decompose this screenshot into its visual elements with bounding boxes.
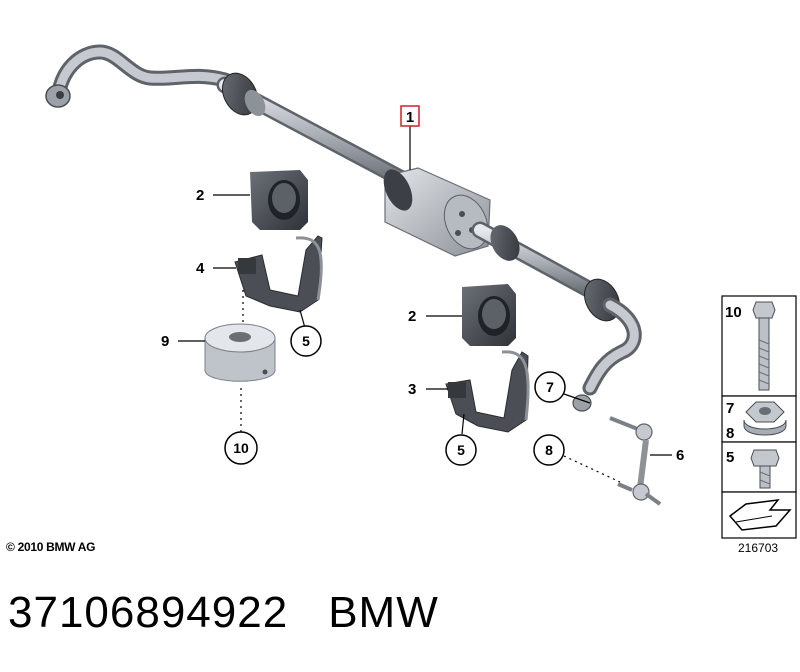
callout-1: 1 [406,109,414,126]
cylinder-mount [204,323,276,382]
direction-arrow-icon [728,499,792,531]
legend-bolt-label: 10 [725,304,742,321]
screw-icon [750,449,780,489]
callout-5-lower: 5 [457,442,465,458]
callout-2-lower: 2 [408,308,416,325]
part-footer: 37106894922 BMW [8,588,479,638]
callout-10: 10 [233,440,249,456]
callout-circle-5-upper [290,325,322,357]
callout-3: 3 [408,381,416,398]
callout-8: 8 [545,442,553,458]
callout-circle-5-lower [445,434,477,466]
callout-6: 6 [676,447,684,464]
legend-nut-label-bottom: 8 [726,425,734,442]
part-number: 37106894922 [8,588,289,637]
actuator-housing [383,167,491,257]
nut-icon [743,401,787,436]
mounting-bracket-upper [234,235,323,313]
rubber-mount-upper [250,170,308,230]
brand-name: BMW [328,588,439,637]
callout-circle-8 [533,434,565,466]
bolt-icon [752,301,776,391]
mounting-bracket-lower [445,350,530,433]
link-rod [609,416,662,506]
diagram-number: 216703 [738,541,779,555]
copyright-notice: © 2010 BMW AG [6,540,96,554]
callout-box-1 [400,105,420,127]
callout-2-upper: 2 [196,187,204,204]
callout-5-upper: 5 [302,333,310,349]
legend-nut-label-top: 7 [726,400,734,417]
stabilizer-bar [45,44,642,412]
callout-7: 7 [546,379,554,395]
callout-9: 9 [161,333,169,350]
callout-circle-10 [224,431,258,465]
fastener-legend: 10 7 8 5 [721,295,797,539]
rubber-mount-lower [462,284,516,346]
legend-screw-label: 5 [726,449,734,466]
callout-circle-7 [534,371,566,403]
callout-4: 4 [196,260,205,277]
